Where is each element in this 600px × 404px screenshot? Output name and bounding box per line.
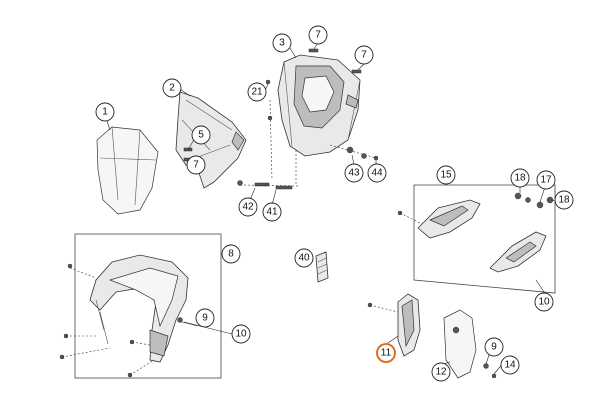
svg-text:41: 41 bbox=[266, 207, 278, 218]
callout-17[interactable]: 17 bbox=[536, 170, 556, 190]
callout-8[interactable]: 8 bbox=[221, 244, 241, 264]
callout-10-left[interactable]: 10 bbox=[231, 324, 251, 344]
callout-40[interactable]: 40 bbox=[294, 248, 314, 268]
callout-3[interactable]: 3 bbox=[272, 33, 292, 53]
svg-text:7: 7 bbox=[315, 30, 321, 41]
svg-text:12: 12 bbox=[435, 367, 447, 378]
callout-15[interactable]: 15 bbox=[436, 165, 456, 185]
svg-text:10: 10 bbox=[235, 329, 247, 340]
side-trim-part bbox=[175, 91, 247, 189]
spoiler-group-box bbox=[413, 184, 556, 294]
callout-42[interactable]: 42 bbox=[238, 197, 258, 217]
svg-text:18: 18 bbox=[558, 195, 570, 206]
svg-text:44: 44 bbox=[371, 168, 383, 179]
svg-text:7: 7 bbox=[361, 50, 367, 61]
callout-7-top[interactable]: 7 bbox=[308, 25, 328, 45]
callout-18-left[interactable]: 18 bbox=[510, 168, 530, 188]
callout-7-right[interactable]: 7 bbox=[354, 45, 374, 65]
callout-43[interactable]: 43 bbox=[344, 163, 364, 183]
svg-text:9: 9 bbox=[491, 342, 497, 353]
small-shroud-part bbox=[397, 293, 421, 357]
front-fender-part bbox=[89, 254, 189, 363]
svg-text:1: 1 bbox=[102, 107, 108, 118]
callout-44[interactable]: 44 bbox=[367, 163, 387, 183]
callout-12[interactable]: 12 bbox=[431, 362, 451, 382]
windshield-part bbox=[96, 126, 159, 215]
callout-5[interactable]: 5 bbox=[191, 125, 211, 145]
svg-text:11: 11 bbox=[381, 348, 392, 359]
svg-text:21: 21 bbox=[251, 87, 263, 98]
fender-group-box bbox=[74, 233, 222, 379]
callout-41[interactable]: 41 bbox=[262, 202, 282, 222]
callout-9-left[interactable]: 9 bbox=[195, 308, 215, 328]
callout-2[interactable]: 2 bbox=[162, 78, 182, 98]
svg-text:2: 2 bbox=[169, 83, 175, 94]
right-spoiler-part bbox=[489, 231, 547, 273]
callout-18-right[interactable]: 18 bbox=[554, 190, 574, 210]
headlight-housing-part bbox=[277, 54, 361, 157]
svg-text:10: 10 bbox=[538, 297, 550, 308]
svg-text:14: 14 bbox=[504, 360, 516, 371]
svg-text:3: 3 bbox=[279, 38, 285, 49]
svg-text:9: 9 bbox=[202, 313, 208, 324]
svg-text:17: 17 bbox=[540, 175, 552, 186]
svg-text:40: 40 bbox=[298, 253, 310, 264]
svg-text:15: 15 bbox=[440, 170, 452, 181]
callout-11-highlighted[interactable]: 11 bbox=[376, 343, 396, 363]
side-panel-part bbox=[443, 309, 477, 379]
callout-21[interactable]: 21 bbox=[247, 82, 267, 102]
left-spoiler-part bbox=[417, 199, 481, 239]
sticker-part bbox=[315, 251, 329, 283]
svg-text:18: 18 bbox=[514, 173, 526, 184]
callout-14[interactable]: 14 bbox=[500, 355, 520, 375]
svg-text:43: 43 bbox=[348, 168, 360, 179]
svg-text:7: 7 bbox=[193, 160, 199, 171]
svg-text:5: 5 bbox=[198, 130, 204, 141]
callout-10-right[interactable]: 10 bbox=[534, 292, 554, 312]
svg-text:42: 42 bbox=[242, 202, 254, 213]
callout-7-left[interactable]: 7 bbox=[186, 155, 206, 175]
callout-9-right[interactable]: 9 bbox=[484, 337, 504, 357]
callout-1[interactable]: 1 bbox=[95, 102, 115, 122]
leader-lines bbox=[61, 43, 557, 376]
svg-text:8: 8 bbox=[228, 249, 234, 260]
